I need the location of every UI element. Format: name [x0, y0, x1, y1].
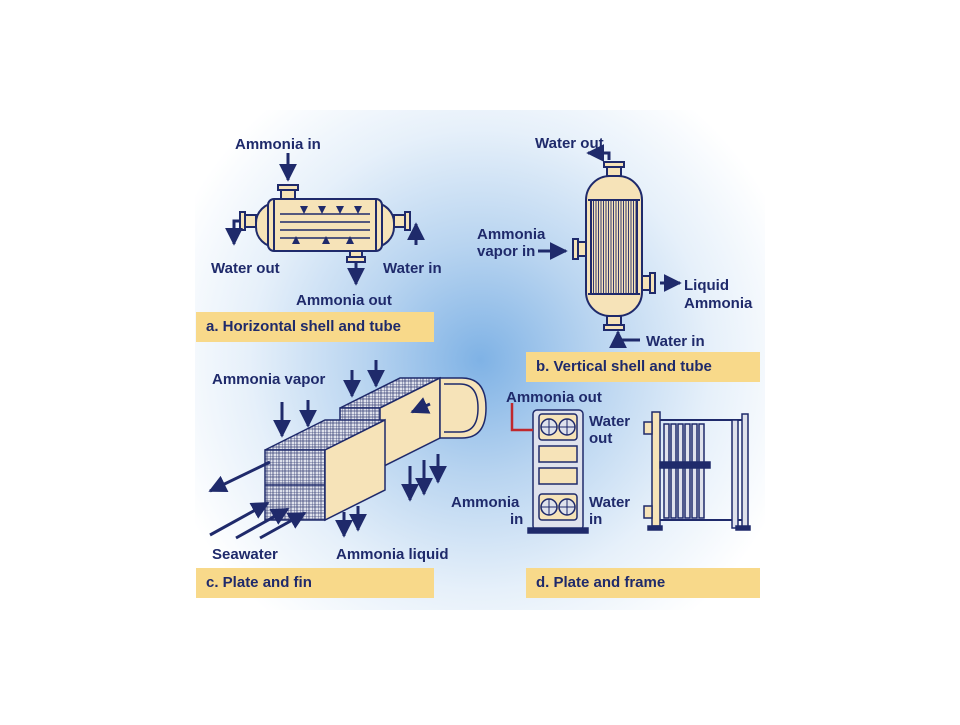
- ammonia-in-label-line2: in: [510, 511, 524, 528]
- panel-a-caption: a. Horizontal shell and tube: [196, 312, 434, 342]
- water-out-label-line1: Water: [589, 413, 631, 430]
- ammonia-in-label: Ammonia in: [235, 136, 321, 153]
- plate-and-frame-side-view: [643, 411, 751, 531]
- seawater-label: Seawater: [212, 546, 278, 563]
- panel-c-caption: c. Plate and fin: [196, 568, 434, 598]
- water-in-label-line2: in: [589, 511, 603, 528]
- water-out-label: Water out: [535, 135, 604, 152]
- vertical-shell-and-tube-illustration: [572, 161, 656, 331]
- horizontal-shell-and-tube-illustration: [239, 184, 411, 263]
- liquid-ammonia-label-line1: Liquid: [684, 277, 729, 294]
- ammonia-vapor-in-label-line1: Ammonia: [477, 226, 546, 243]
- ammonia-out-label: Ammonia out: [506, 389, 602, 406]
- ammonia-vapor-label: Ammonia vapor: [212, 371, 326, 388]
- panel-b-flow-arrows: [538, 144, 682, 349]
- liquid-ammonia-label-line2: Ammonia: [684, 295, 753, 312]
- ammonia-vapor-in-label-line2: vapor in: [477, 243, 536, 260]
- ammonia-in-label-line1: Ammonia: [451, 494, 520, 511]
- water-in-label: Water in: [383, 260, 442, 277]
- panel-d-caption: d. Plate and frame: [526, 568, 760, 598]
- water-in-label-line1: Water: [589, 494, 631, 511]
- panel-b-caption: b. Vertical shell and tube: [526, 352, 760, 382]
- ammonia-out-connector-line: [510, 403, 533, 432]
- panel-a-flow-arrows: [225, 153, 425, 286]
- plate-and-frame-front-view: [527, 409, 589, 534]
- water-out-label-line2: out: [589, 430, 613, 447]
- ammonia-liquid-label: Ammonia liquid: [336, 546, 449, 563]
- water-in-label: Water in: [646, 333, 705, 350]
- water-out-label: Water out: [211, 260, 280, 277]
- ammonia-out-label: Ammonia out: [296, 292, 392, 309]
- panel-c-flow-arrows: [208, 360, 447, 540]
